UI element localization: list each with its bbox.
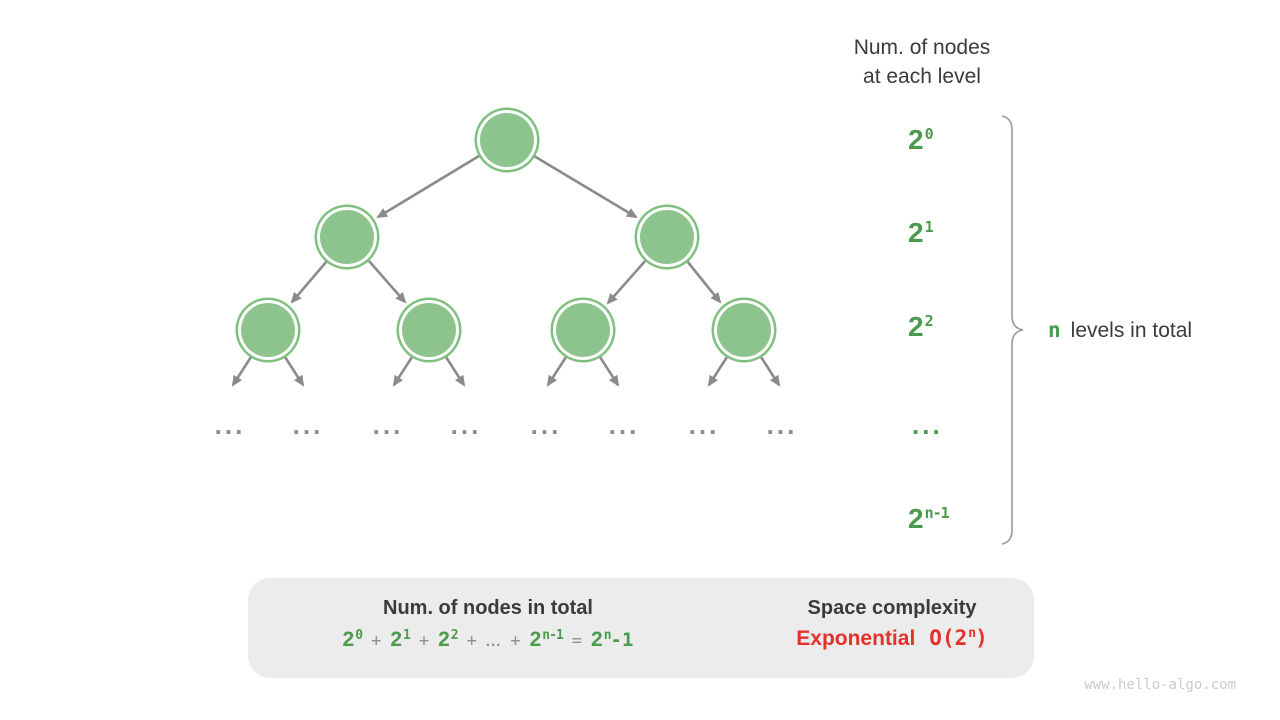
space-complexity-section: Space complexity Exponential O(2n) [752,596,1032,649]
tree-node-l1-left [320,210,374,264]
equals-operator: = [571,631,583,651]
complexity-word: Exponential [796,627,916,650]
axis-title-line1: Num. of nodes [853,36,991,59]
axis-title: Num. of nodes at each level [812,33,1032,91]
level-base: 2 [908,124,924,155]
watermark: www.hello-algo.com [1084,677,1236,693]
level-count-label-1: 21 [908,217,934,248]
plus-operator: + [510,631,521,651]
level-count-label-4: 2n-1 [908,503,950,534]
level-base: 2 [908,217,924,248]
level-exponent: 0 [924,125,934,143]
tree-node-l2-d [717,303,771,357]
leaf-ellipsis: ... [608,410,640,440]
space-complexity-value: Exponential O(2n) [752,626,1032,650]
leaf-ellipsis: ... [292,410,324,440]
axis-title-line2: at each level [863,65,981,88]
leaf-ellipsis: ... [530,410,562,440]
tree-node-l2-c [556,303,610,357]
level-exponent: 1 [924,218,934,236]
levels-total-text: levels in total [1070,319,1193,342]
tree-node-l2-a [241,303,295,357]
leaf-ellipsis: ... [688,410,720,440]
tree-node-l2-b [402,303,456,357]
leaf-ellipsis: ... [372,410,404,440]
tree-edges [231,154,781,387]
equation-ellipsis: ... [485,633,502,650]
total-nodes-equation: 20 + 21 + 22 + ... + 2n-1 = 2n-1 [268,629,708,650]
level-base: 2 [908,311,924,342]
summary-box [248,578,1034,678]
equation-term: 21 [390,628,410,651]
leaf-ellipsis: ... [450,410,482,440]
equation-term: 2n-1 [529,628,564,651]
big-o-notation: O(2n) [929,626,988,650]
tree-node-l1-right [640,210,694,264]
total-nodes-section: Num. of nodes in total 20 + 21 + 22 + ..… [268,596,708,650]
n-symbol: n [1048,318,1061,342]
levels-brace [1001,115,1024,545]
equation-term: 20 [342,628,363,651]
level-base: 2 [908,503,924,534]
plus-operator: + [466,631,477,651]
plus-operator: + [371,631,382,651]
equation-result: 2n-1 [591,628,634,651]
total-nodes-title: Num. of nodes in total [383,597,593,619]
equation-term: 22 [438,628,458,651]
level-count-ellipsis: ... [912,410,943,440]
levels-total-label: n levels in total [1048,318,1192,343]
level-exponent: 2 [924,312,934,330]
plus-operator: + [418,631,430,651]
level-count-label-0: 20 [908,124,934,155]
tree-node-root [480,113,534,167]
level-exponent: n-1 [924,504,950,522]
leaf-ellipsis: ... [766,410,798,440]
level-count-label-2: 22 [908,311,934,342]
space-complexity-title: Space complexity [807,597,977,619]
leaf-ellipsis: ... [214,410,246,440]
